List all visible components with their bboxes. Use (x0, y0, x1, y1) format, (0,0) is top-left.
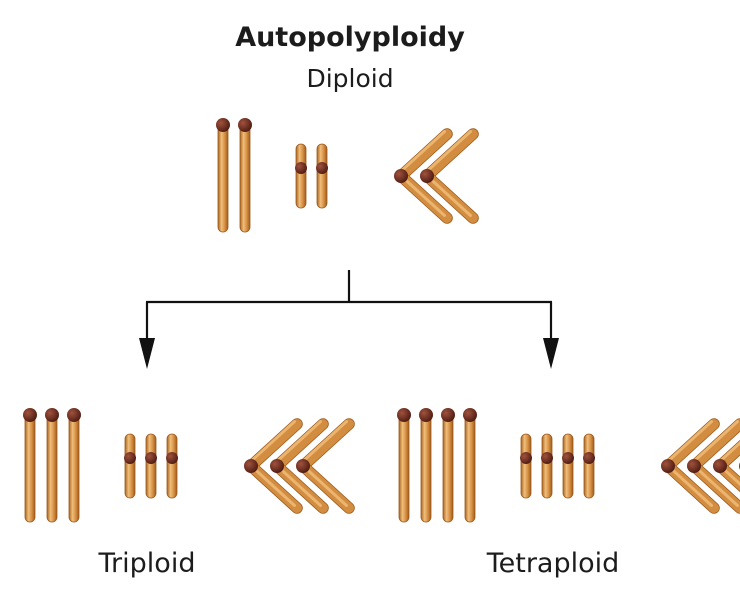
centromere (420, 169, 434, 183)
centromere (67, 408, 81, 422)
centromere (562, 452, 574, 464)
diploid-chromosome-set (216, 118, 473, 232)
centromere (661, 459, 675, 473)
centromere (166, 452, 178, 464)
centromere (397, 408, 411, 422)
centromere (713, 459, 727, 473)
long-chromosome (45, 408, 59, 522)
short-chromosome (562, 434, 574, 498)
centromere (238, 118, 252, 132)
centromere (419, 408, 433, 422)
centromere (23, 408, 37, 422)
triploid-chromosome-set (23, 408, 349, 522)
diploid-label: Diploid (306, 64, 393, 93)
short-chromosome (145, 434, 157, 498)
short-chromosome (295, 144, 307, 208)
tetraploid-chromosome-set (397, 408, 740, 522)
centromere (244, 459, 258, 473)
short-chromosome (124, 434, 136, 498)
short-chromosome (583, 434, 595, 498)
long-chromosome (216, 118, 230, 232)
centromere (541, 452, 553, 464)
short-chromosome (520, 434, 532, 498)
short-chromosome (316, 144, 328, 208)
long-chromosome (463, 408, 477, 522)
long-chromosome (419, 408, 433, 522)
long-chromosome (238, 118, 252, 232)
diagram-title: Autopolyploidy (235, 22, 465, 53)
long-chromosome (397, 408, 411, 522)
centromere (583, 452, 595, 464)
long-chromosome (23, 408, 37, 522)
centromere (687, 459, 701, 473)
arrow-right-head (543, 338, 559, 369)
centromere (296, 459, 310, 473)
branch-arrows (139, 270, 559, 369)
centromere (270, 459, 284, 473)
arrow-left-head (139, 338, 155, 369)
centromere (216, 118, 230, 132)
centromere (124, 452, 136, 464)
centromere (316, 162, 328, 174)
centromere (394, 169, 408, 183)
short-chromosome (166, 434, 178, 498)
centromere (45, 408, 59, 422)
short-chromosome (541, 434, 553, 498)
long-chromosome (441, 408, 455, 522)
centromere (520, 452, 532, 464)
long-chromosome (67, 408, 81, 522)
tetraploid-label: Tetraploid (487, 548, 620, 579)
centromere (441, 408, 455, 422)
centromere (295, 162, 307, 174)
triploid-label: Triploid (99, 548, 196, 579)
centromere (463, 408, 477, 422)
centromere (145, 452, 157, 464)
